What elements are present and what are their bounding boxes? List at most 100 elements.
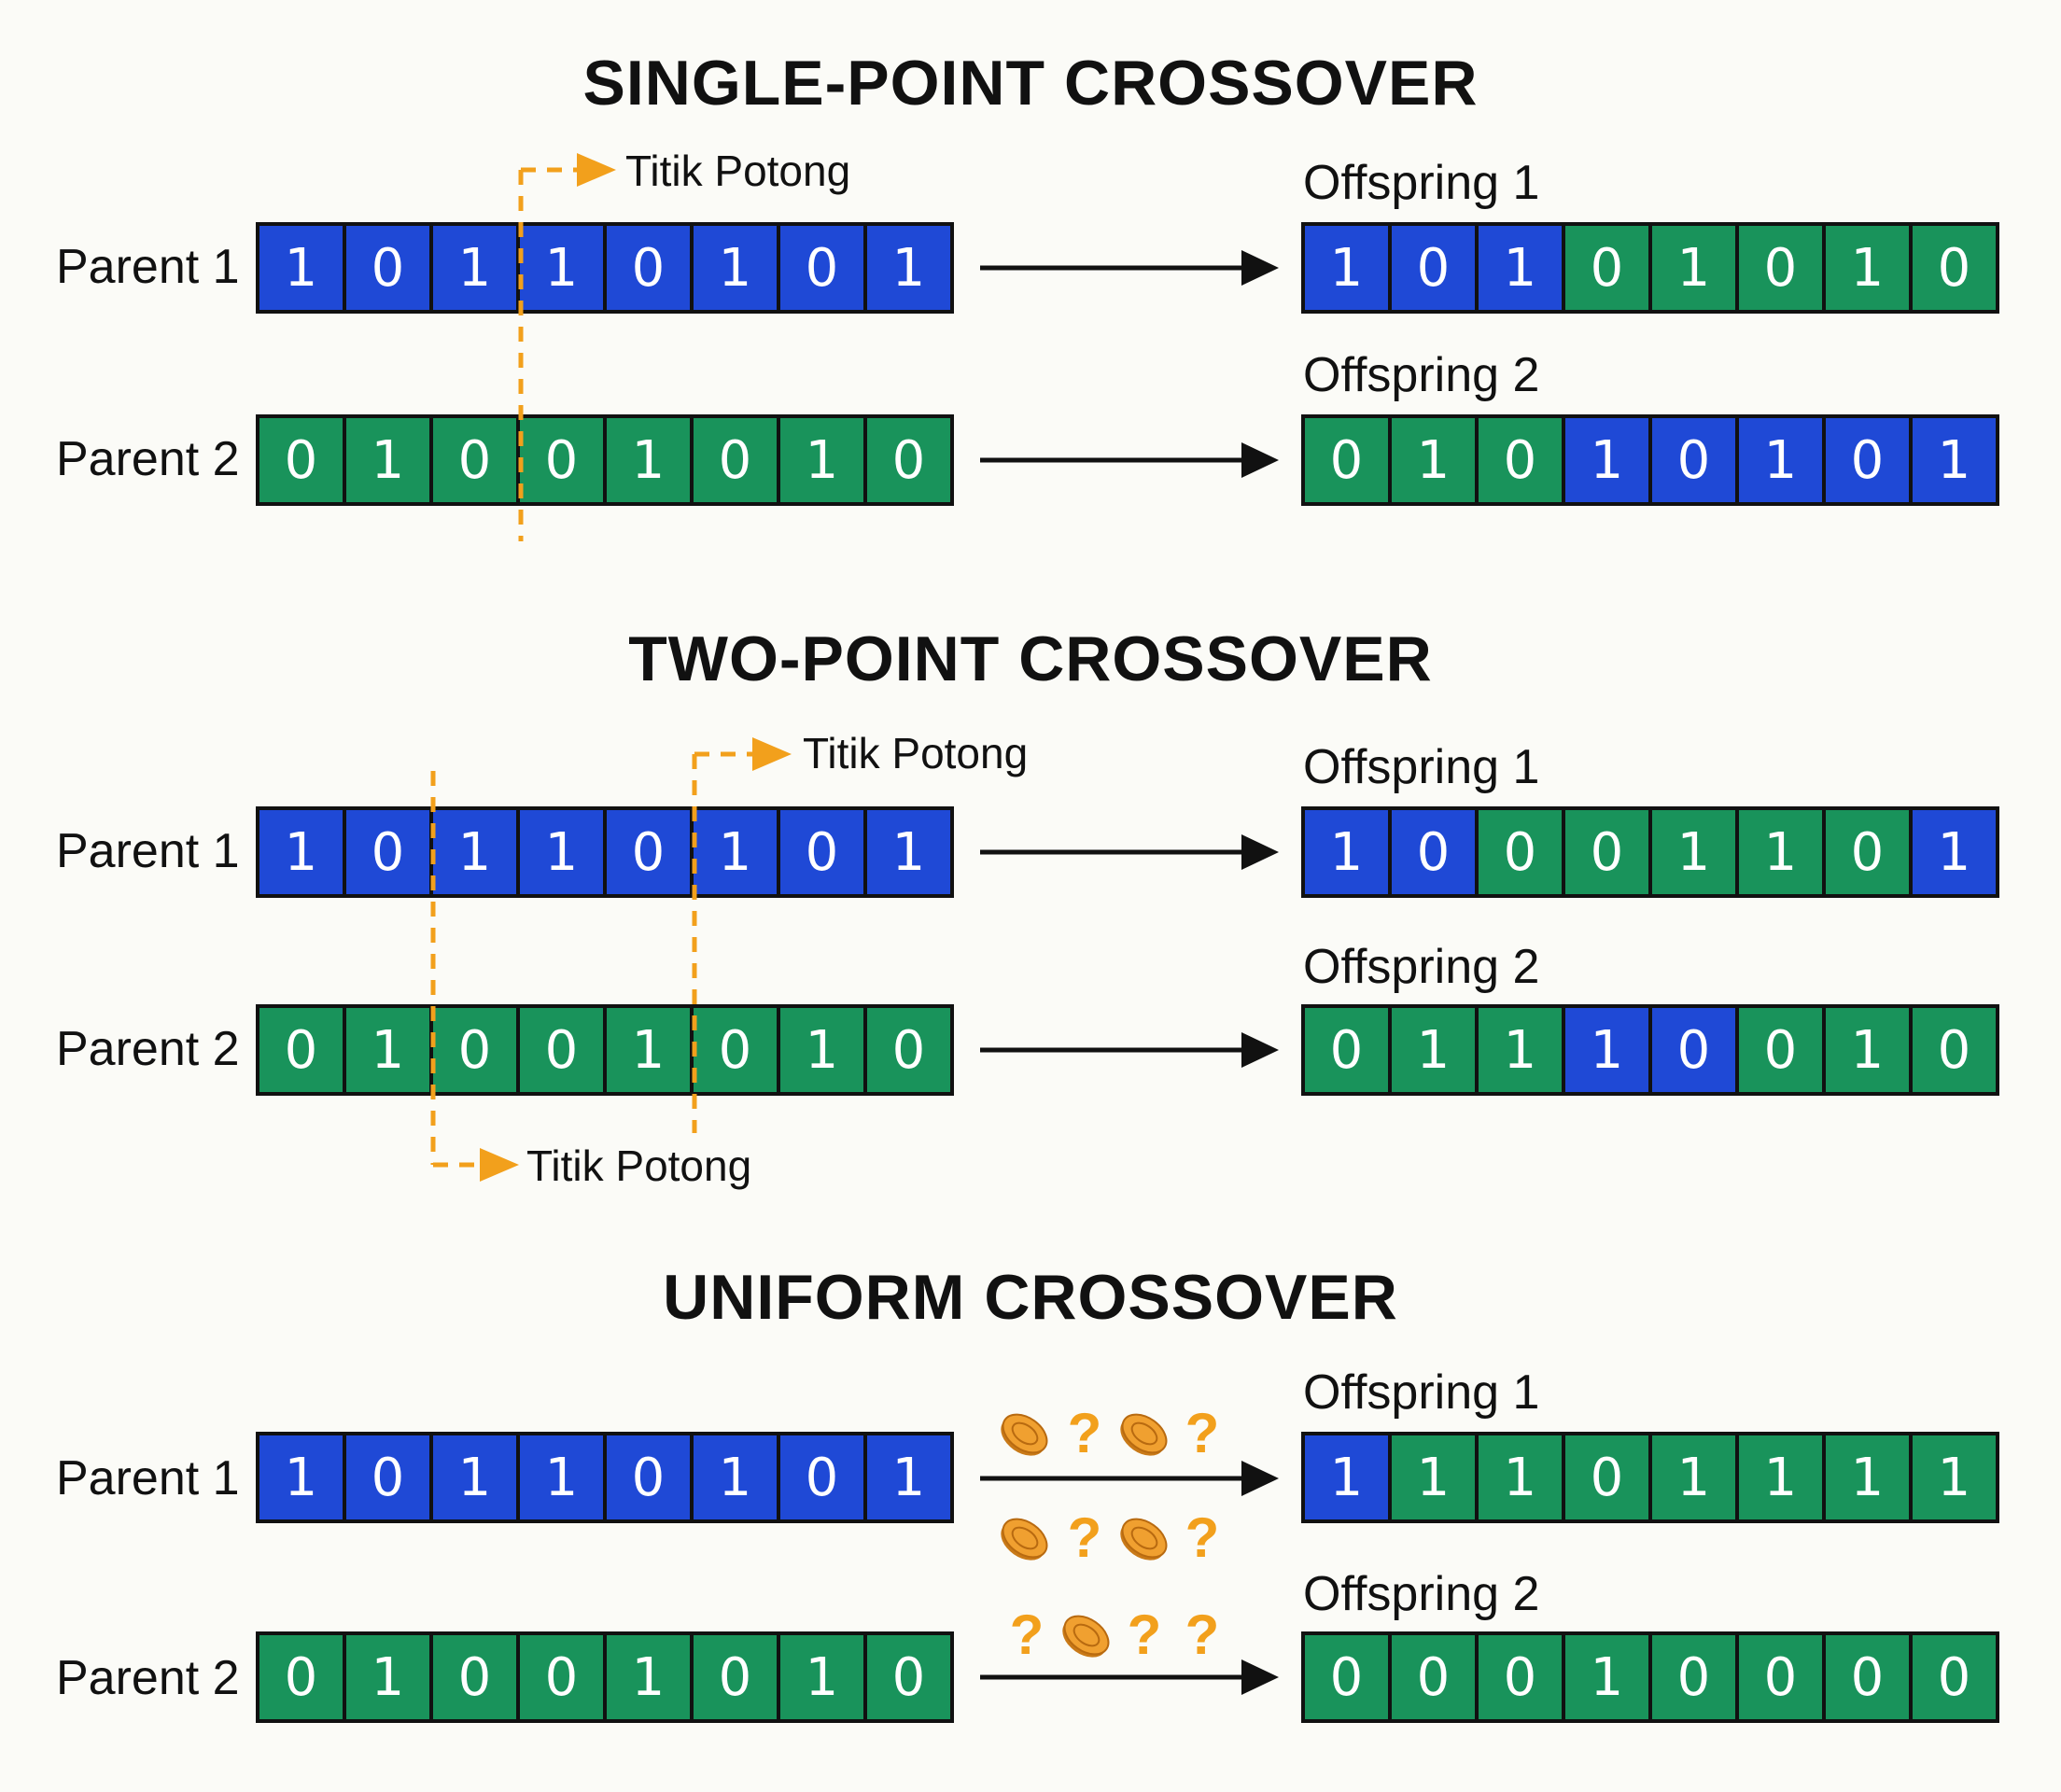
gene-cell: 0 [603, 810, 690, 894]
gene-cell: 1 [429, 810, 516, 894]
gene-cell: 0 [777, 810, 863, 894]
gene-cell: 1 [777, 418, 863, 502]
gene-cell: 1 [603, 1635, 690, 1719]
gene-cell: 0 [259, 1008, 343, 1092]
gene-cell: 1 [603, 1008, 690, 1092]
gene-cell: 0 [1822, 418, 1909, 502]
gene-cell: 1 [1648, 226, 1735, 310]
gene-cell: 1 [1475, 226, 1562, 310]
gene-cell: 0 [1475, 1635, 1562, 1719]
question-mark-icon: ? [1068, 1402, 1102, 1464]
offspring1-label: Offspring 1 [1303, 1365, 1540, 1420]
parent1-label: Parent 1 [56, 1451, 240, 1505]
gene-cell: 1 [1822, 226, 1909, 310]
gene-cell: 0 [1475, 418, 1562, 502]
gene-cell: 1 [1475, 1008, 1562, 1092]
section-title-single-point: SINGLE-POINT CROSSOVER [582, 48, 1479, 119]
offspring2-label: Offspring 2 [1303, 940, 1540, 994]
cut-pointer-arrow-icon [577, 153, 616, 187]
gene-cell: 1 [1648, 810, 1735, 894]
cut-point-label-bottom: Titik Potong [526, 1141, 752, 1190]
gene-cell: 0 [1735, 1635, 1822, 1719]
gene-cell: 0 [777, 1435, 863, 1519]
gene-cell: 0 [1822, 1635, 1909, 1719]
gene-cell: 0 [1648, 418, 1735, 502]
cut-point-label-top: Titik Potong [803, 729, 1029, 777]
gene-cell: 1 [777, 1635, 863, 1719]
gene-cell: 1 [1388, 1435, 1475, 1519]
cut-pointer-arrow-icon [480, 1148, 519, 1182]
question-mark-icon: ? [1128, 1603, 1162, 1666]
arrow-right-icon [980, 1032, 1279, 1068]
cut-line [430, 771, 480, 1168]
gene-cell: 1 [1305, 810, 1388, 894]
gene-cell: 0 [429, 418, 516, 502]
gene-cell: 0 [1388, 1635, 1475, 1719]
gene-cell: 1 [343, 1635, 429, 1719]
gene-cell: 0 [1735, 226, 1822, 310]
gene-cell: 1 [863, 226, 950, 310]
gene-cell: 0 [1388, 810, 1475, 894]
arrow-right-icon [980, 250, 1279, 286]
gene-cell: 1 [1562, 1635, 1648, 1719]
gene-cell: 1 [863, 810, 950, 894]
coin-icon [1062, 1615, 1110, 1658]
gene-cell: 1 [603, 418, 690, 502]
gene-cell: 0 [603, 226, 690, 310]
gene-cell: 1 [429, 1435, 516, 1519]
gene-cell: 0 [429, 1635, 516, 1719]
arrow-right-icon [980, 1659, 1279, 1695]
gene-cell: 0 [1648, 1635, 1735, 1719]
gene-cell: 1 [259, 1435, 343, 1519]
random-choice-icons: ??????? [1001, 1402, 1220, 1666]
gene-cell: 0 [1909, 1008, 1996, 1092]
gene-cell: 1 [1822, 1435, 1909, 1519]
gene-cell: 0 [343, 226, 429, 310]
offspring2-label: Offspring 2 [1303, 348, 1540, 402]
gene-cell: 0 [603, 1435, 690, 1519]
gene-cell: 1 [516, 226, 603, 310]
arrow-right-icon [980, 442, 1279, 478]
gene-cell: 1 [777, 1008, 863, 1092]
gene-cell: 0 [1305, 418, 1388, 502]
parent1-label: Parent 1 [56, 824, 240, 878]
gene-cell: 0 [1909, 226, 1996, 310]
parent2-label: Parent 2 [56, 432, 240, 486]
cut-point-label: Titik Potong [625, 147, 851, 195]
gene-cell: 0 [1909, 1635, 1996, 1719]
gene-cell: 0 [1735, 1008, 1822, 1092]
gene-cell: 0 [516, 1008, 603, 1092]
gene-cell: 1 [1909, 1435, 1996, 1519]
arrow-right-icon [980, 1461, 1279, 1496]
arrow-right-icon [980, 834, 1279, 870]
section-title-uniform: UNIFORM CROSSOVER [663, 1262, 1398, 1333]
gene-cell: 0 [690, 418, 777, 502]
gene-cell: 1 [343, 418, 429, 502]
question-mark-icon: ? [1185, 1402, 1220, 1464]
gene-cell: 0 [343, 810, 429, 894]
gene-cell: 0 [343, 1435, 429, 1519]
gene-cell: 1 [690, 226, 777, 310]
gene-cell: 0 [1305, 1008, 1388, 1092]
cut-pointer-arrow-icon [752, 737, 792, 771]
gene-cell: 1 [1562, 1008, 1648, 1092]
gene-cell: 0 [690, 1008, 777, 1092]
gene-cell: 1 [1388, 1008, 1475, 1092]
gene-cell: 1 [1735, 418, 1822, 502]
gene-cell: 0 [259, 1635, 343, 1719]
gene-cell: 1 [516, 810, 603, 894]
gene-cell: 0 [516, 1635, 603, 1719]
offspring1-label: Offspring 1 [1303, 740, 1540, 794]
gene-cell: 1 [1562, 418, 1648, 502]
gene-cell: 0 [429, 1008, 516, 1092]
gene-cell: 1 [259, 226, 343, 310]
